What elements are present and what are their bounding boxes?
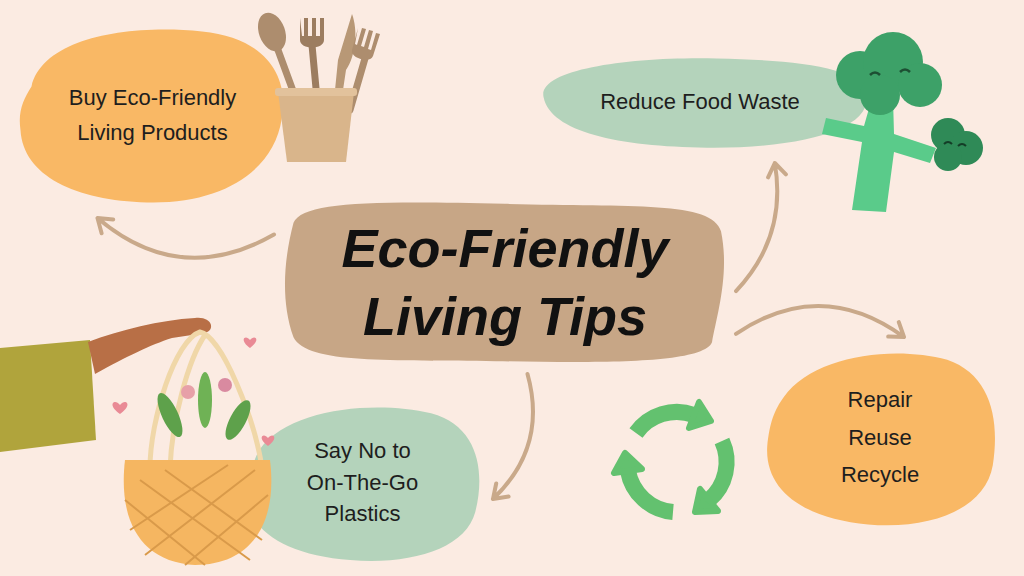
blob-shape: [20, 30, 283, 203]
flower: [218, 378, 232, 392]
flower: [181, 385, 195, 399]
knife: [333, 14, 355, 110]
connector-arrow: [736, 163, 786, 291]
broccoli-face: [870, 70, 910, 76]
broccoli-head: [863, 32, 923, 92]
node-blob: [15, 20, 290, 210]
recycle-arrow: [636, 412, 694, 433]
tip-text: Reduce Food Waste: [550, 87, 850, 118]
broccoli-head: [898, 63, 942, 107]
broccoli-floret: [934, 143, 962, 171]
recycle-arrow: [628, 471, 673, 512]
text-holder: Say No to On-The-Go Plastics: [300, 435, 425, 531]
utensil-cup: [253, 9, 380, 162]
spoon-handle: [278, 50, 300, 110]
blob-shape: [247, 407, 479, 561]
heart: [262, 435, 275, 446]
connector-arrow: [493, 374, 533, 499]
broccoli-floret: [931, 118, 965, 152]
connector-arrow: [98, 218, 275, 258]
leaf: [198, 372, 212, 428]
cup-rim: [275, 88, 357, 96]
blob-shape: [543, 58, 866, 148]
spoon-bowl: [253, 9, 291, 55]
text-holder: Reduce Food Waste: [550, 87, 850, 118]
tip-node: Buy Eco-Friendly Living Products: [15, 20, 290, 210]
floret-face: [944, 142, 966, 146]
recycle-symbol: [614, 402, 727, 512]
hand: [88, 318, 211, 374]
recycle-arrowhead: [695, 489, 718, 512]
leaf: [153, 390, 188, 440]
fork-handle: [312, 45, 318, 110]
fork-head: [352, 28, 380, 60]
blob-shape: [285, 202, 724, 362]
text-holder: Eco-Friendly Living Tips: [305, 215, 705, 350]
tip-text: Say No to On-The-Go Plastics: [300, 435, 425, 531]
bag-body: [124, 460, 272, 565]
tip-node: Repair Reuse Recycle: [760, 345, 1000, 530]
fork-handle: [350, 55, 366, 110]
bag-net: [125, 465, 268, 565]
title-text: Eco-Friendly Living Tips: [305, 215, 705, 350]
cup-body: [278, 92, 354, 162]
heart: [244, 337, 257, 348]
hand-with-bag: [0, 318, 274, 565]
blob-shape: [767, 354, 995, 526]
text-holder: Repair Reuse Recycle: [828, 381, 933, 493]
tip-text: Repair Reuse Recycle: [828, 381, 933, 493]
leaf: [221, 397, 256, 443]
recycle-arrowhead: [689, 402, 711, 428]
bag-handle: [150, 332, 262, 468]
broccoli-figure: [822, 32, 983, 212]
recycle-arrowhead: [614, 453, 642, 473]
recycle-arrow: [709, 441, 727, 500]
tip-node: Eco-Friendly Living Tips: [280, 197, 730, 368]
broccoli-head: [836, 51, 884, 99]
tip-text: Buy Eco-Friendly Living Products: [43, 80, 263, 150]
broccoli-stem: [822, 98, 936, 212]
connector-arrow: [736, 306, 904, 337]
heart: [113, 402, 128, 414]
broccoli-floret: [949, 131, 983, 165]
fork-head: [300, 18, 324, 48]
text-holder: Buy Eco-Friendly Living Products: [43, 80, 263, 150]
tip-node: Reduce Food Waste: [530, 50, 870, 155]
bag-handle: [170, 335, 205, 468]
tip-node: Say No to On-The-Go Plastics: [240, 400, 485, 565]
broccoli-head: [860, 75, 900, 115]
sleeve: [0, 340, 96, 452]
